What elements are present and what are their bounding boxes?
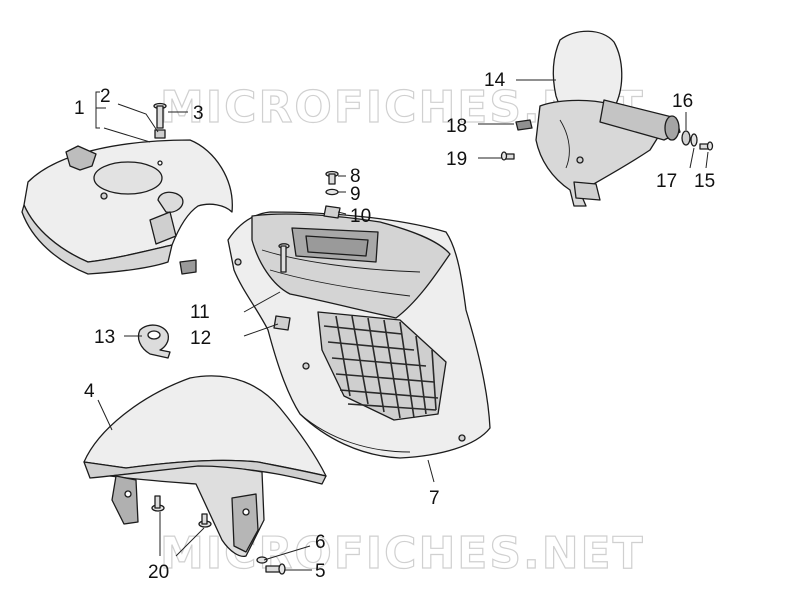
callout-10: 10	[350, 206, 371, 227]
screw-20a	[151, 495, 165, 512]
screw-19	[500, 151, 515, 161]
callout-8: 8	[350, 166, 361, 187]
screw-5	[265, 563, 286, 575]
clip-12	[273, 315, 291, 331]
leader-lines	[95, 79, 709, 571]
screw-8	[325, 170, 339, 185]
leg-shield-upper	[21, 139, 233, 275]
screw-20b	[198, 513, 212, 528]
callout-4: 4	[84, 381, 95, 402]
washer-9	[325, 188, 339, 196]
callout-7: 7	[429, 488, 440, 509]
callout-6: 6	[315, 532, 326, 553]
callout-1: 1	[74, 98, 85, 119]
fork-cover	[535, 30, 681, 207]
washer-17	[690, 133, 698, 147]
callout-12: 12	[190, 328, 211, 349]
clip-18	[515, 119, 533, 131]
grille-lines	[323, 315, 439, 419]
callout-19: 19	[446, 149, 467, 170]
callout-20: 20	[148, 562, 169, 583]
callout-18: 18	[446, 116, 467, 137]
washer-16	[681, 130, 691, 146]
callout-14: 14	[484, 70, 506, 91]
screw-15	[699, 141, 714, 151]
front-mudguard	[83, 375, 327, 558]
callout-5: 5	[315, 561, 326, 582]
callout-2: 2	[100, 86, 111, 107]
callout-16: 16	[672, 91, 693, 112]
callout-15: 15	[694, 171, 715, 192]
callout-9: 9	[350, 184, 361, 205]
clip-10	[323, 205, 341, 219]
callout-17: 17	[656, 171, 677, 192]
screw-11	[278, 243, 290, 273]
bracket-13	[137, 324, 171, 359]
leg-shield-center	[227, 211, 491, 459]
callout-11: 11	[190, 302, 210, 323]
callout-labels: 1 2 3 4 5 6 7 8 9 10 11 12 13 14 15 16 1…	[74, 70, 715, 583]
callout-3: 3	[193, 103, 204, 124]
callout-13: 13	[94, 327, 115, 348]
washer-6	[256, 556, 268, 564]
